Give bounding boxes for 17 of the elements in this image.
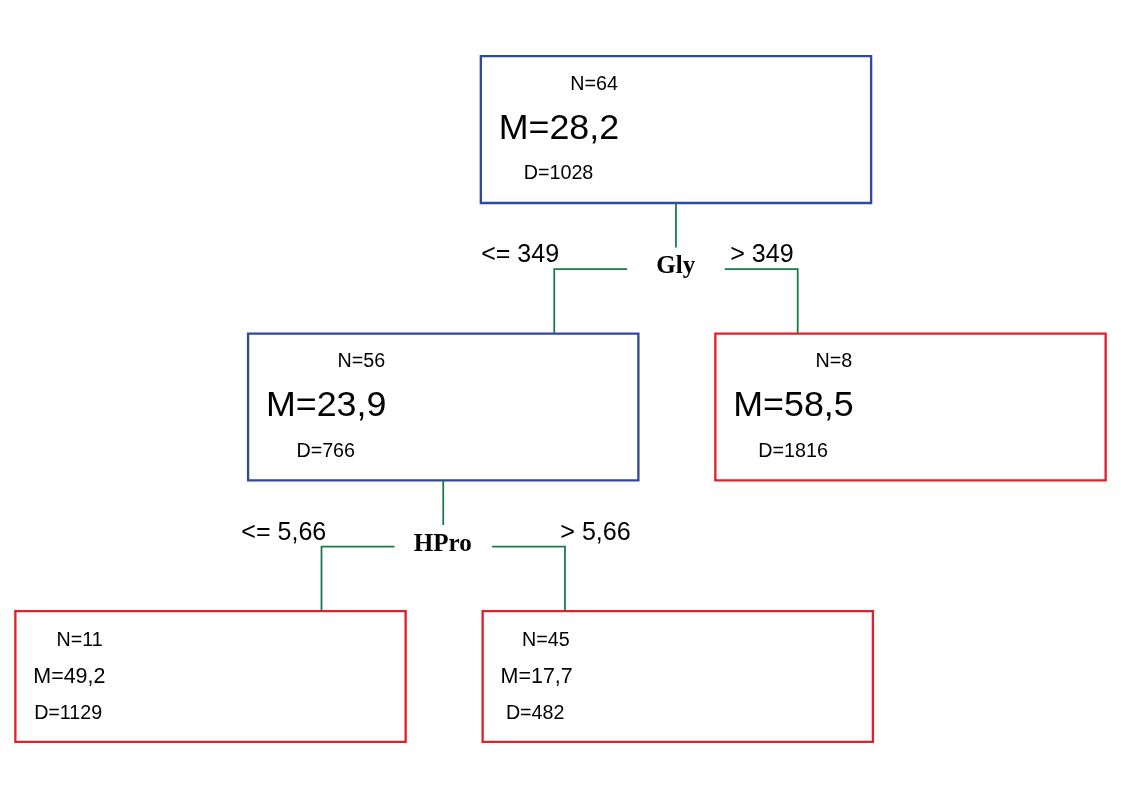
node-box: N=8 M=58,5 D=1816 (714, 332, 1107, 482)
node-text: HPro (413, 528, 472, 556)
connector (723, 268, 799, 335)
connector (320, 545, 396, 612)
connector (675, 202, 677, 249)
edge-label: <= 5,66 (241, 516, 327, 545)
connector (553, 268, 629, 335)
node-box: N=45 M=17,7 D=482 (481, 610, 875, 743)
edge-label: > 5,66 (560, 516, 631, 545)
node-box: N=11 M=49,2 D=1129 (14, 610, 407, 743)
node-text: Gly (656, 251, 696, 279)
node-box: N=56 M=23,9 D=766 (246, 332, 640, 482)
edge-label: <= 349 (481, 239, 560, 268)
connector (491, 545, 566, 612)
edge-label: > 349 (730, 239, 794, 268)
connector (442, 479, 445, 526)
node-box: N=64 M=28,2 D=1028 (479, 55, 873, 205)
